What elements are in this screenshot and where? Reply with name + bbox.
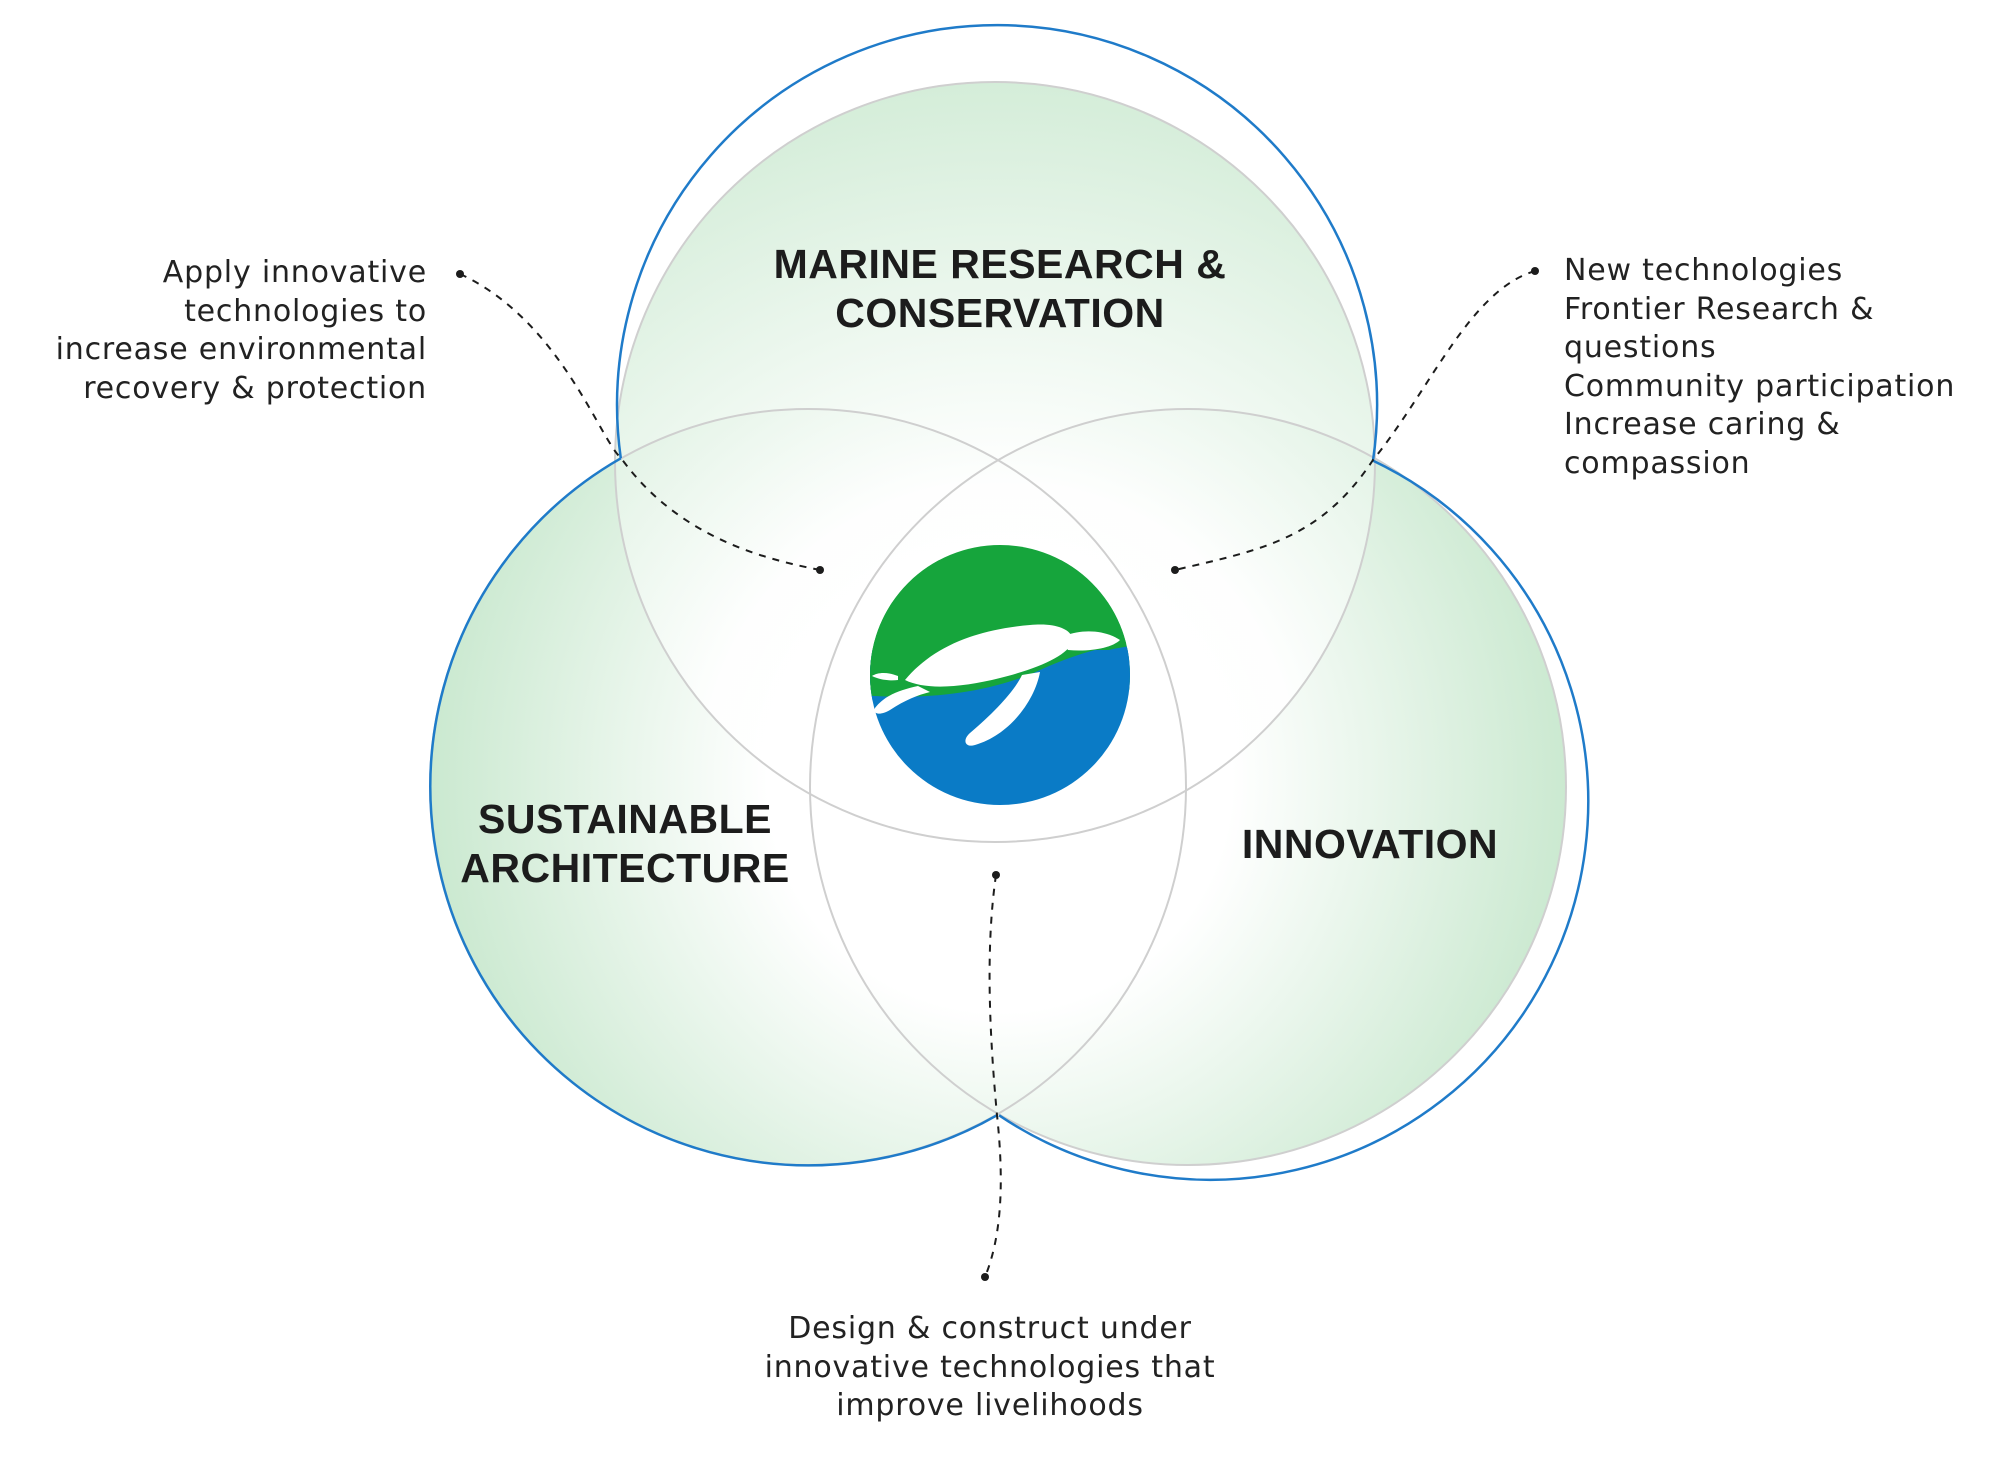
connector-dot — [981, 1273, 989, 1281]
set-label-line: ARCHITECTURE — [460, 845, 790, 891]
annotation-line: technologies to — [184, 293, 427, 329]
connector-right — [1174, 270, 1536, 571]
annotation-line: innovative technologies that — [764, 1349, 1216, 1385]
set-label-sustainable-architecture: SUSTAINABLE ARCHITECTURE — [420, 795, 830, 893]
connector-dot — [1531, 267, 1539, 275]
annotation-line: compassion — [1564, 445, 1751, 481]
connector-dot — [816, 566, 824, 574]
annotation-line: questions — [1564, 330, 1717, 365]
annotation-right: New technologies Frontier Research & que… — [1564, 252, 1955, 483]
annotation-line: improve livelihoods — [836, 1388, 1144, 1423]
connector-left — [459, 273, 821, 571]
set-label-marine-research: MARINE RESEARCH & CONSERVATION — [720, 240, 1280, 338]
annotation-line: New technologies — [1564, 253, 1844, 288]
annotation-line: Frontier Research & — [1564, 291, 1875, 327]
annotation-line: Apply innovative — [162, 255, 427, 290]
annotation-line: Design & construct under — [788, 1311, 1192, 1346]
annotation-line: increase environmental — [55, 332, 427, 367]
annotation-bottom: Design & construct under innovative tech… — [700, 1310, 1280, 1426]
set-label-line: MARINE RESEARCH & — [773, 241, 1227, 287]
outer-outline — [429, 23, 1590, 1182]
connector-dot — [992, 871, 1000, 879]
set-label-line: CONSERVATION — [835, 290, 1165, 336]
annotation-line: Community participation — [1564, 368, 1956, 404]
set-label-innovation: INNOVATION — [1160, 820, 1580, 869]
connector-dot — [456, 270, 464, 278]
connector-dot — [1171, 566, 1179, 574]
annotation-line: Increase caring & — [1564, 407, 1841, 442]
annotation-left: Apply innovative technologies to increas… — [56, 254, 427, 408]
set-label-line: INNOVATION — [1241, 821, 1499, 867]
set-label-line: SUSTAINABLE — [477, 796, 773, 842]
annotation-line: recovery & protection — [83, 370, 427, 406]
turtle-logo — [870, 545, 1130, 805]
turtle-icon — [872, 624, 1120, 746]
